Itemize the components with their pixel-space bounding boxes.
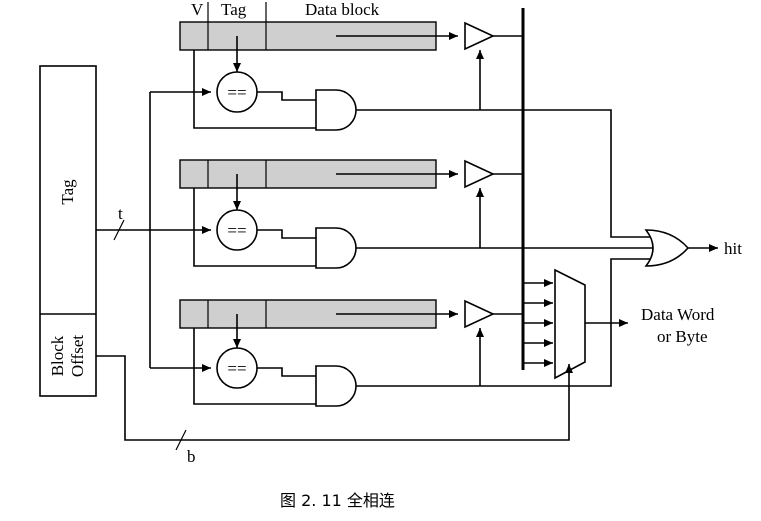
block-label: Block (48, 335, 67, 376)
tristate-buffer-1 (464, 21, 495, 51)
and-gate-3 (315, 365, 357, 407)
valid-wire-2 (193, 188, 316, 267)
and-gate-1 (315, 89, 357, 131)
address-register: Tag Block Offset (39, 65, 97, 397)
or-gate (644, 229, 690, 267)
address-tag-field: Tag (58, 179, 77, 205)
mux-inputs (523, 279, 553, 367)
match-wire-1 (257, 91, 316, 101)
match-wire-2 (257, 229, 316, 239)
multiplexer (554, 268, 586, 380)
tristate-buffer-3 (464, 299, 495, 329)
tag-bus-slash (113, 219, 125, 241)
comparator-3-label: == (227, 359, 246, 378)
valid-bit-header: V (191, 0, 204, 19)
match-wire-3 (257, 367, 316, 377)
tag-header: Tag (221, 0, 247, 19)
offset-label: Offset (68, 335, 87, 377)
hit-label: hit (724, 239, 742, 258)
offset-bus-slash (175, 429, 187, 451)
hit-line-1 (356, 109, 651, 238)
tristate-buffer-2 (464, 159, 495, 189)
comparator-1-label: == (227, 83, 246, 102)
address-register-box (39, 65, 97, 397)
data-word-label: Data Word (641, 305, 715, 324)
and-gate-2 (315, 227, 357, 269)
cache-line-2: == (179, 159, 654, 269)
valid-wire-3 (193, 328, 316, 405)
tag-bus: t (96, 88, 211, 372)
cache-line-3: == (179, 258, 651, 407)
cache-line-1: == (179, 21, 651, 238)
comparator-2-label: == (227, 221, 246, 240)
data-block-header: Data block (305, 0, 380, 19)
offset-bus-width: b (187, 447, 196, 466)
valid-wire-1 (193, 50, 316, 129)
figure-caption: 图 2. 11 全相连 (280, 491, 395, 510)
offset-bus: b (96, 355, 573, 466)
offset-bus-wire (96, 355, 573, 441)
tag-bus-width: t (118, 204, 123, 223)
or-byte-label: or Byte (657, 327, 708, 346)
tag-bus-trunk (96, 92, 151, 231)
